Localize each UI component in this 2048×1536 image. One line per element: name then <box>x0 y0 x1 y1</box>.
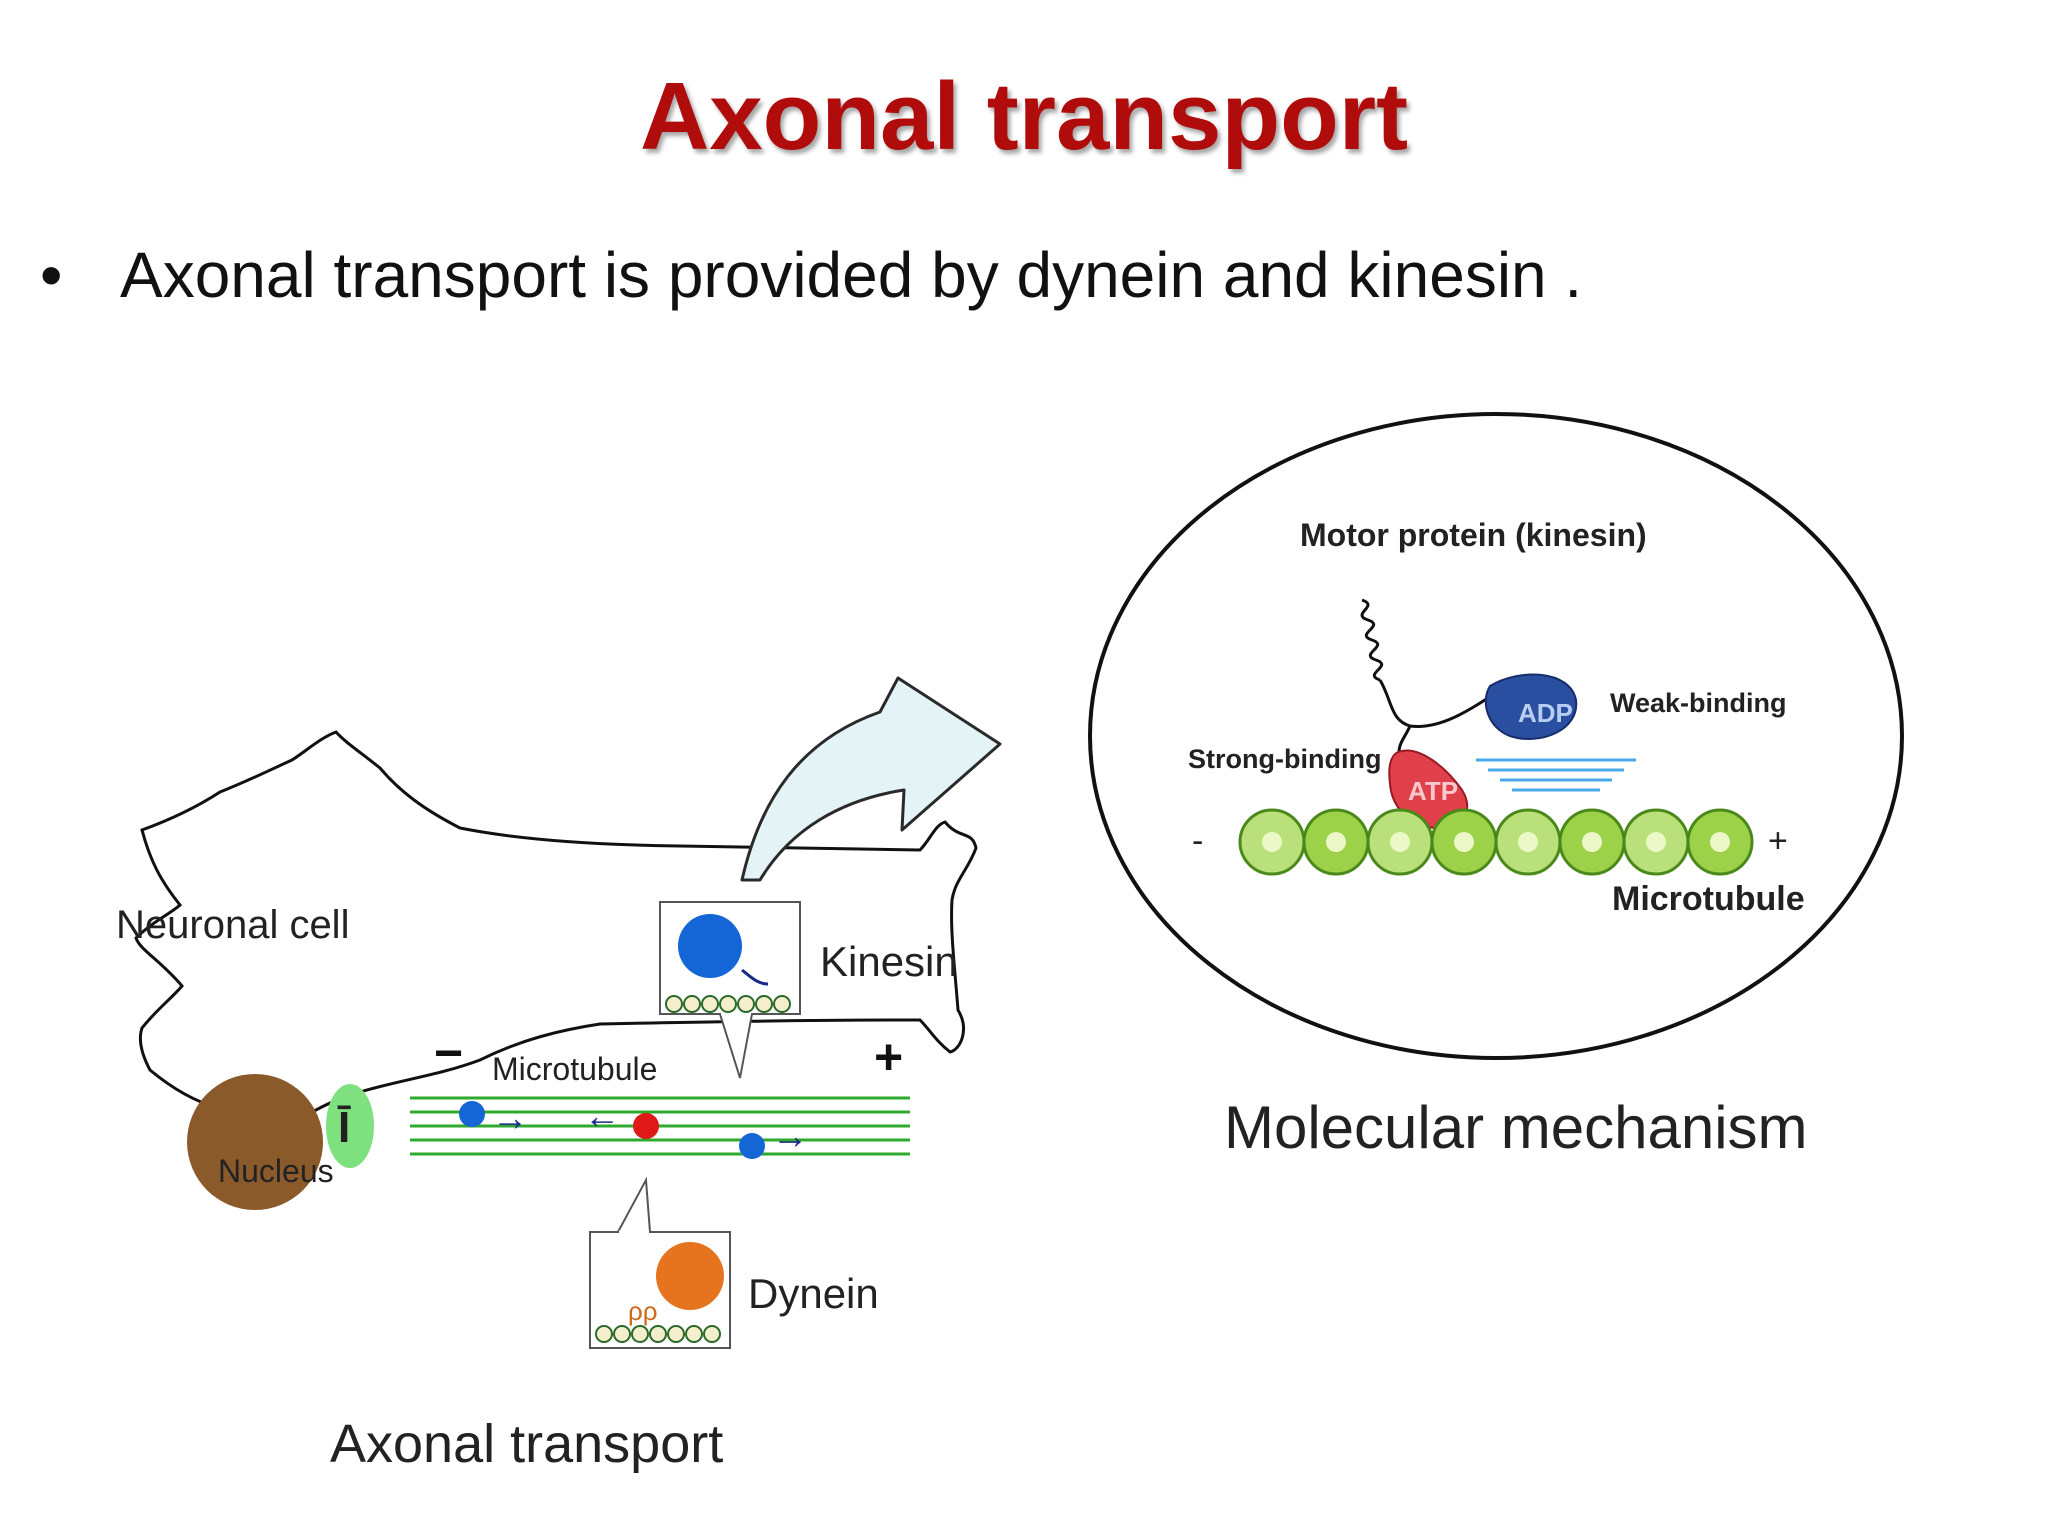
kinesin-cargo-icon <box>678 914 742 978</box>
bullet-marker: • <box>40 239 63 311</box>
magnified-view-circle <box>1088 412 1904 1060</box>
axon-microtubules <box>410 1096 910 1156</box>
mechanism-microtubule-label: Microtubule <box>1612 880 1805 918</box>
zoom-arrow <box>740 676 1002 882</box>
neuron-diagram: Nucleus Ī → ← → − + Microtubule Neuronal… <box>116 730 978 1474</box>
dynein-tubulin-row <box>595 1325 721 1343</box>
dynein-label: Dynein <box>748 1270 879 1317</box>
strong-binding-label: Strong-binding <box>1188 744 1381 774</box>
arrow-right-icon-1: → <box>492 1097 528 1138</box>
kinesin-callout <box>659 901 801 1079</box>
arrow-left-icon: ← <box>584 1095 620 1136</box>
dynein-motor-icon: ρρ <box>628 1296 658 1326</box>
nucleus <box>187 1074 323 1210</box>
mechanism-plus-sign: + <box>1768 822 1788 860</box>
kinesin-cargo-1 <box>459 1101 485 1127</box>
adp-label: ADP <box>1518 698 1573 728</box>
atp-label: ATP <box>1408 776 1458 806</box>
golgi-icon: Ī <box>337 1103 351 1152</box>
microtubule-tubulin-row <box>1238 808 1754 876</box>
kinesin-cargo-2 <box>739 1133 765 1159</box>
axon-plus-sign: + <box>874 1029 903 1085</box>
weak-binding-lines <box>1476 758 1636 792</box>
dynein-cargo-icon <box>656 1242 724 1310</box>
dynein-callout: ρρ <box>589 1176 731 1349</box>
axon-minus-sign: − <box>434 1025 463 1081</box>
kinesin-label: Kinesin <box>820 938 958 985</box>
bullet-text: Axonal transport is provided by dynein a… <box>120 239 1583 311</box>
nucleus-label: Nucleus <box>218 1153 334 1189</box>
motor-protein-label: Motor protein (kinesin) <box>1300 517 1647 553</box>
mechanism-minus-sign: - <box>1192 822 1203 860</box>
dynein-cargo-red <box>633 1113 659 1139</box>
kinesin-neck <box>1378 679 1501 729</box>
axonal-transport-caption: Axonal transport <box>330 1414 723 1474</box>
kinesin-tubulin-row <box>665 995 791 1013</box>
neuronal-cell-label: Neuronal cell <box>116 903 349 947</box>
slide-title: Axonal transport <box>639 63 1409 170</box>
arrow-right-icon-2: → <box>772 1115 808 1156</box>
axon-microtubule-label: Microtubule <box>492 1051 657 1087</box>
tubulin-highlights <box>1262 832 1730 852</box>
kinesin-coiled-tail <box>1360 598 1384 682</box>
molecular-mechanism-caption: Molecular mechanism <box>1224 1094 1808 1161</box>
golgi-body <box>326 1084 374 1168</box>
molecular-mechanism-diagram: Motor protein (kinesin) ADP ATP Weak-bin… <box>1088 412 1904 1161</box>
adp-head <box>1484 673 1578 740</box>
weak-binding-label: Weak-binding <box>1610 688 1787 718</box>
